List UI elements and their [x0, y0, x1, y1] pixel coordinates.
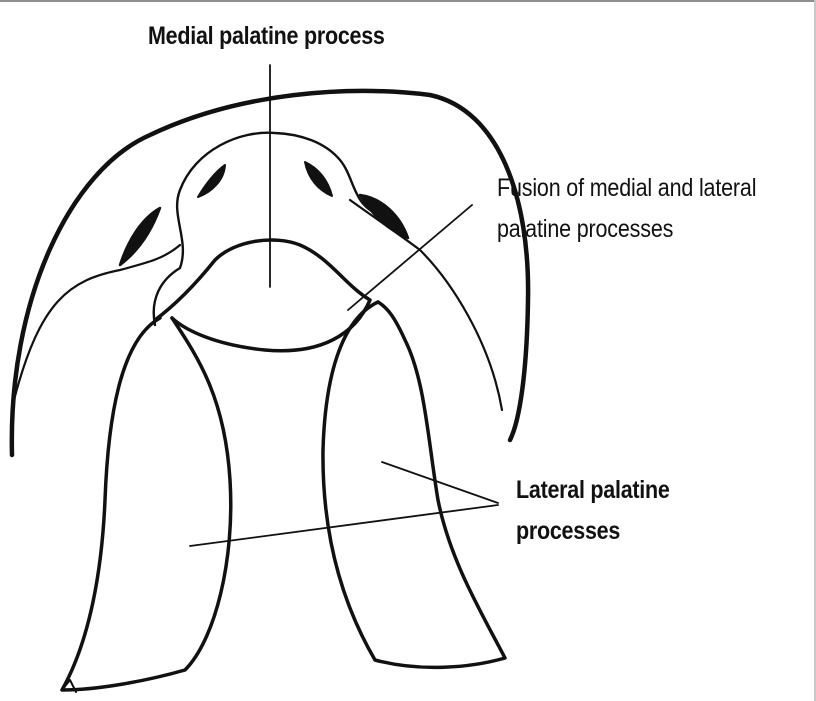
left-nostril	[198, 165, 225, 197]
label-lateral-palatine-line-2: processes	[516, 519, 620, 544]
leader-fusion	[348, 205, 472, 310]
left-eye	[120, 208, 160, 265]
right-lateral-palatine-process	[323, 302, 505, 667]
label-fusion-line-2: palatine processes	[497, 217, 673, 242]
leader-lateral-right	[382, 462, 498, 503]
label-medial-palatine-process: Medial palatine process	[148, 24, 385, 49]
label-lateral-palatine-line-1: Lateral palatine	[516, 478, 670, 503]
label-fusion-line-1: Fusion of medial and lateral	[497, 176, 756, 201]
right-nostril	[305, 162, 332, 196]
medial-palatine-process	[155, 240, 370, 351]
left-lateral-palatine-process	[62, 318, 231, 690]
right-eye	[360, 195, 408, 238]
leader-lateral-left	[190, 505, 498, 546]
nasal-outline	[154, 133, 380, 325]
